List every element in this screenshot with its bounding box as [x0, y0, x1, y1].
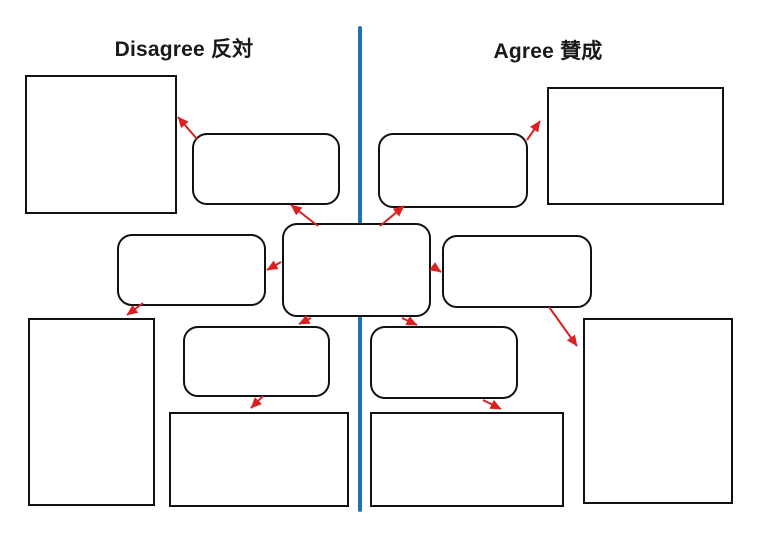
- box-disagree-bottom-rect: [169, 412, 349, 507]
- box-disagree-top-square: [25, 75, 177, 214]
- arrow-disagree-top-rounded-to-square: [177, 116, 198, 140]
- arrow-disagree-lower-to-bottom-rect: [250, 395, 264, 409]
- disagree-heading: Disagree 反対: [114, 38, 254, 61]
- agree-heading: Agree 賛成: [493, 40, 603, 63]
- arrow-agree-middle-to-big-rect: [548, 306, 578, 347]
- box-disagree-middle-rounded: [117, 234, 266, 306]
- arrow-hub-to-disagree-middle-rounded: [266, 260, 282, 271]
- box-agree-middle-rounded: [442, 235, 592, 308]
- box-agree-top-rounded: [378, 133, 528, 208]
- box-agree-lower-rounded: [370, 326, 518, 399]
- box-agree-top-rect: [547, 87, 724, 205]
- arrow-hub-to-disagree-lower-rounded: [298, 314, 312, 325]
- box-center-hub: [282, 223, 431, 317]
- arrow-hub-to-agree-middle-rounded: [429, 262, 442, 273]
- arrow-hub-to-agree-lower-rounded: [401, 316, 418, 326]
- box-disagree-lower-rounded: [183, 326, 330, 397]
- box-disagree-tall-rect: [28, 318, 155, 506]
- arrow-agree-top-rounded-to-rect: [526, 120, 541, 141]
- box-agree-big-rect: [583, 318, 733, 504]
- box-disagree-top-rounded: [192, 133, 340, 205]
- arrow-agree-lower-to-bottom-rect: [482, 399, 502, 410]
- box-agree-bottom-rect: [370, 412, 564, 507]
